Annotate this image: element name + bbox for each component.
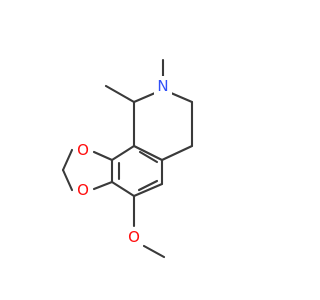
bond-c6-ring: [160, 144, 194, 162]
oxygen-atom-bottom: O: [74, 180, 92, 200]
oxygen-label-top: O: [77, 141, 89, 159]
bond-ring-c3-c4: [110, 180, 136, 198]
bond-otop-ch2: [61, 148, 74, 172]
nitrogen-label: N: [157, 77, 168, 95]
bond-ring-c1-c2: [110, 144, 136, 162]
oxygen-label-bottom: O: [77, 181, 89, 199]
bond-ring-double-2: [138, 150, 159, 164]
bond-c9-methyl: [104, 84, 136, 104]
nitrogen-atom: N: [154, 76, 172, 96]
bond-c3-obottom: [92, 180, 114, 191]
molecule-canvas: N O O O: [61, 58, 194, 259]
bond-ring-double-3: [137, 179, 159, 192]
bond-c2-otop: [92, 150, 114, 162]
bond-omethoxy-methyl: [142, 244, 166, 259]
bond-n-c7: [169, 91, 194, 104]
bond-c9-n: [132, 91, 157, 104]
bond-ring-c4-c5: [132, 182, 164, 198]
oxygen-atom-top: O: [74, 140, 92, 160]
bond-ring-c6-c1: [132, 144, 164, 162]
atom-labels: N O O O: [74, 76, 172, 247]
bond-obottom-ch2: [61, 168, 74, 192]
molecule-structure: N O O O: [61, 58, 194, 259]
oxygen-atom-methoxy: O: [125, 227, 143, 247]
bonds: [61, 58, 194, 259]
oxygen-label-methoxy: O: [128, 228, 140, 246]
